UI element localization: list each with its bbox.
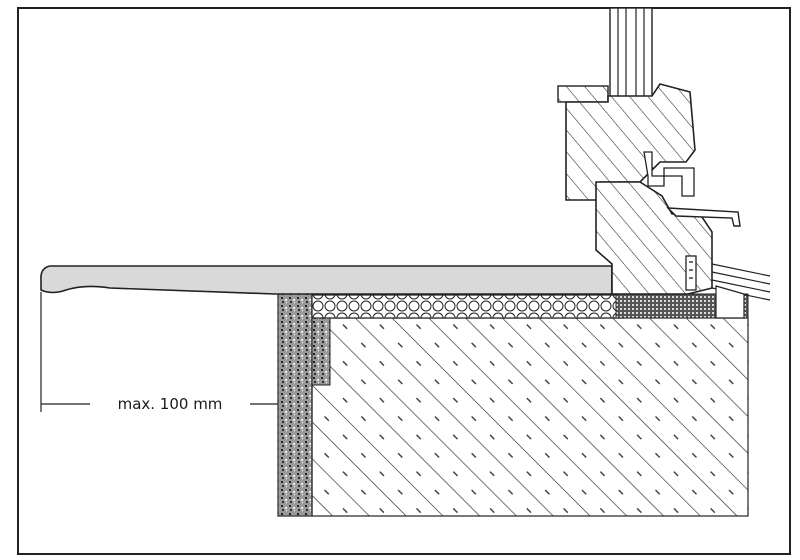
dimension-label: max. 100 mm xyxy=(96,393,244,415)
weather-drip xyxy=(666,207,741,227)
render-return xyxy=(311,309,331,386)
glazing xyxy=(609,7,653,99)
window-frame xyxy=(595,181,713,295)
masonry-wall xyxy=(311,317,749,517)
insulation-layer xyxy=(311,294,625,319)
glazing-bead xyxy=(557,85,609,103)
frame-hardware xyxy=(643,151,697,291)
render-layer xyxy=(277,291,313,517)
frame-outer-rail xyxy=(711,263,771,319)
dimension-line xyxy=(40,292,278,412)
window-sill-board xyxy=(40,265,613,295)
